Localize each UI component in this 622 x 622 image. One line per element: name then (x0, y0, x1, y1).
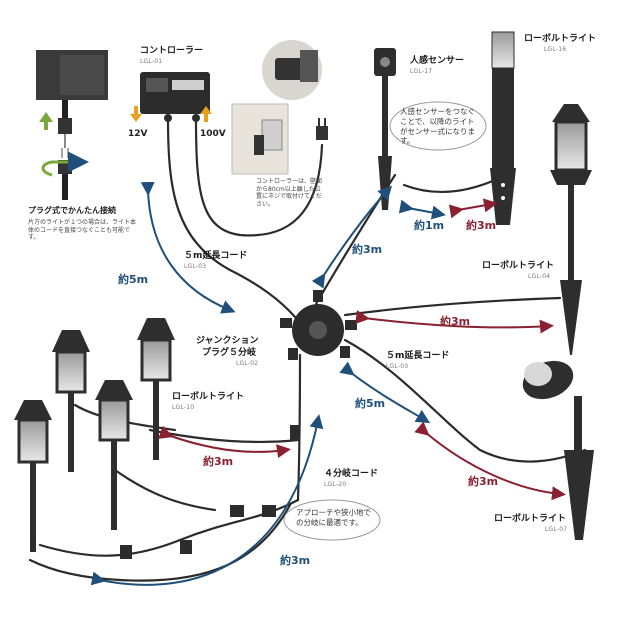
plug-note: 片方のライトが１つの場合は、ライト本体のコードを直接つなぐことも可能です。 (28, 219, 137, 241)
outlet-wall-photo (231, 103, 289, 175)
bollard-16-code: LGL-16 (544, 46, 567, 53)
bollard-light-10-b (52, 330, 90, 472)
arrow-12v-icon (130, 106, 142, 122)
bollard-04-title: ローボルトライト (482, 261, 555, 271)
controller-note: コントローラーは、壁面から80cm以上離した位置にネジで取付けてください。 (256, 178, 323, 208)
branch-bubble-shape (283, 499, 381, 541)
sensor-bubble: 人感センサーをつなぐことで、以降のライトがセンサー式になります。 (400, 107, 475, 146)
controller-title: コントローラー (140, 46, 204, 56)
plug-icon (316, 118, 328, 140)
up-arrow-icon (39, 112, 53, 130)
sensor-title: 人感センサー (410, 56, 465, 66)
controller-volt-out: 100V (200, 129, 226, 139)
branch4-bubble: アプローチや狭小地での分岐に最適です。 (296, 508, 371, 527)
bollard-light-10-c (95, 380, 133, 530)
branch4-code: LGL-20 (324, 481, 347, 488)
bollard-light-10-a (137, 318, 175, 460)
bollard-07-code: LGL-07 (545, 526, 568, 533)
bollard-10-code: LGL-10 (172, 404, 195, 411)
junction-title-1: ジャンクション (196, 336, 259, 346)
controller-box (140, 72, 210, 122)
junction-hub (280, 290, 357, 360)
length-1m: 約1m (414, 219, 445, 232)
sensor-code: LGL-17 (410, 68, 433, 75)
hand-plug-photo (262, 40, 322, 100)
length-3m-upper: 約3m (352, 243, 383, 256)
length-3m-sensor: 約3m (466, 219, 497, 232)
controller-volt-in: 12V (128, 129, 148, 139)
plug-title: プラグ式でかんたん接続 (28, 206, 116, 215)
length-5m-right: 約5m (355, 397, 386, 410)
length-3m-lower-right: 約3m (468, 475, 499, 488)
length-3m-left-lights: 約3m (203, 455, 234, 468)
bollard-04-code: LGL-04 (528, 273, 551, 280)
junction-code: LGL-02 (236, 360, 259, 367)
bollard-light-04 (550, 104, 592, 355)
ext-cord-right-title: ５m延長コード (386, 351, 450, 361)
controller-code: LGL-01 (140, 58, 163, 65)
bollard-light-07 (522, 360, 594, 540)
arrow-100v-icon (200, 106, 212, 122)
length-5m-left: 約5m (118, 273, 149, 286)
bollard-light-16 (490, 31, 516, 225)
length-arrows (90, 181, 566, 586)
branch-plugs (120, 425, 300, 559)
bollard-07-title: ローボルトライト (494, 514, 567, 524)
rotate-arrow-icon (41, 151, 89, 177)
ext-cord-right-code: LGL-03 (386, 363, 409, 370)
sensor-bubble-shape (389, 101, 487, 151)
junction-title-2: プラグ５分岐 (202, 348, 257, 358)
length-3m-right: 約3m (440, 315, 471, 328)
bollard-16-title: ローボルトライト (524, 34, 597, 44)
ext-cord-left-title: ５m延長コード (184, 251, 248, 261)
length-3m-bottom: 約3m (280, 554, 311, 567)
bollard-light-10-d (14, 400, 52, 552)
ext-cord-left-code: LGL-03 (184, 263, 207, 270)
bollard-10-title: ローボルトライト (172, 392, 245, 402)
branch4-title: ４分岐コード (324, 469, 379, 479)
